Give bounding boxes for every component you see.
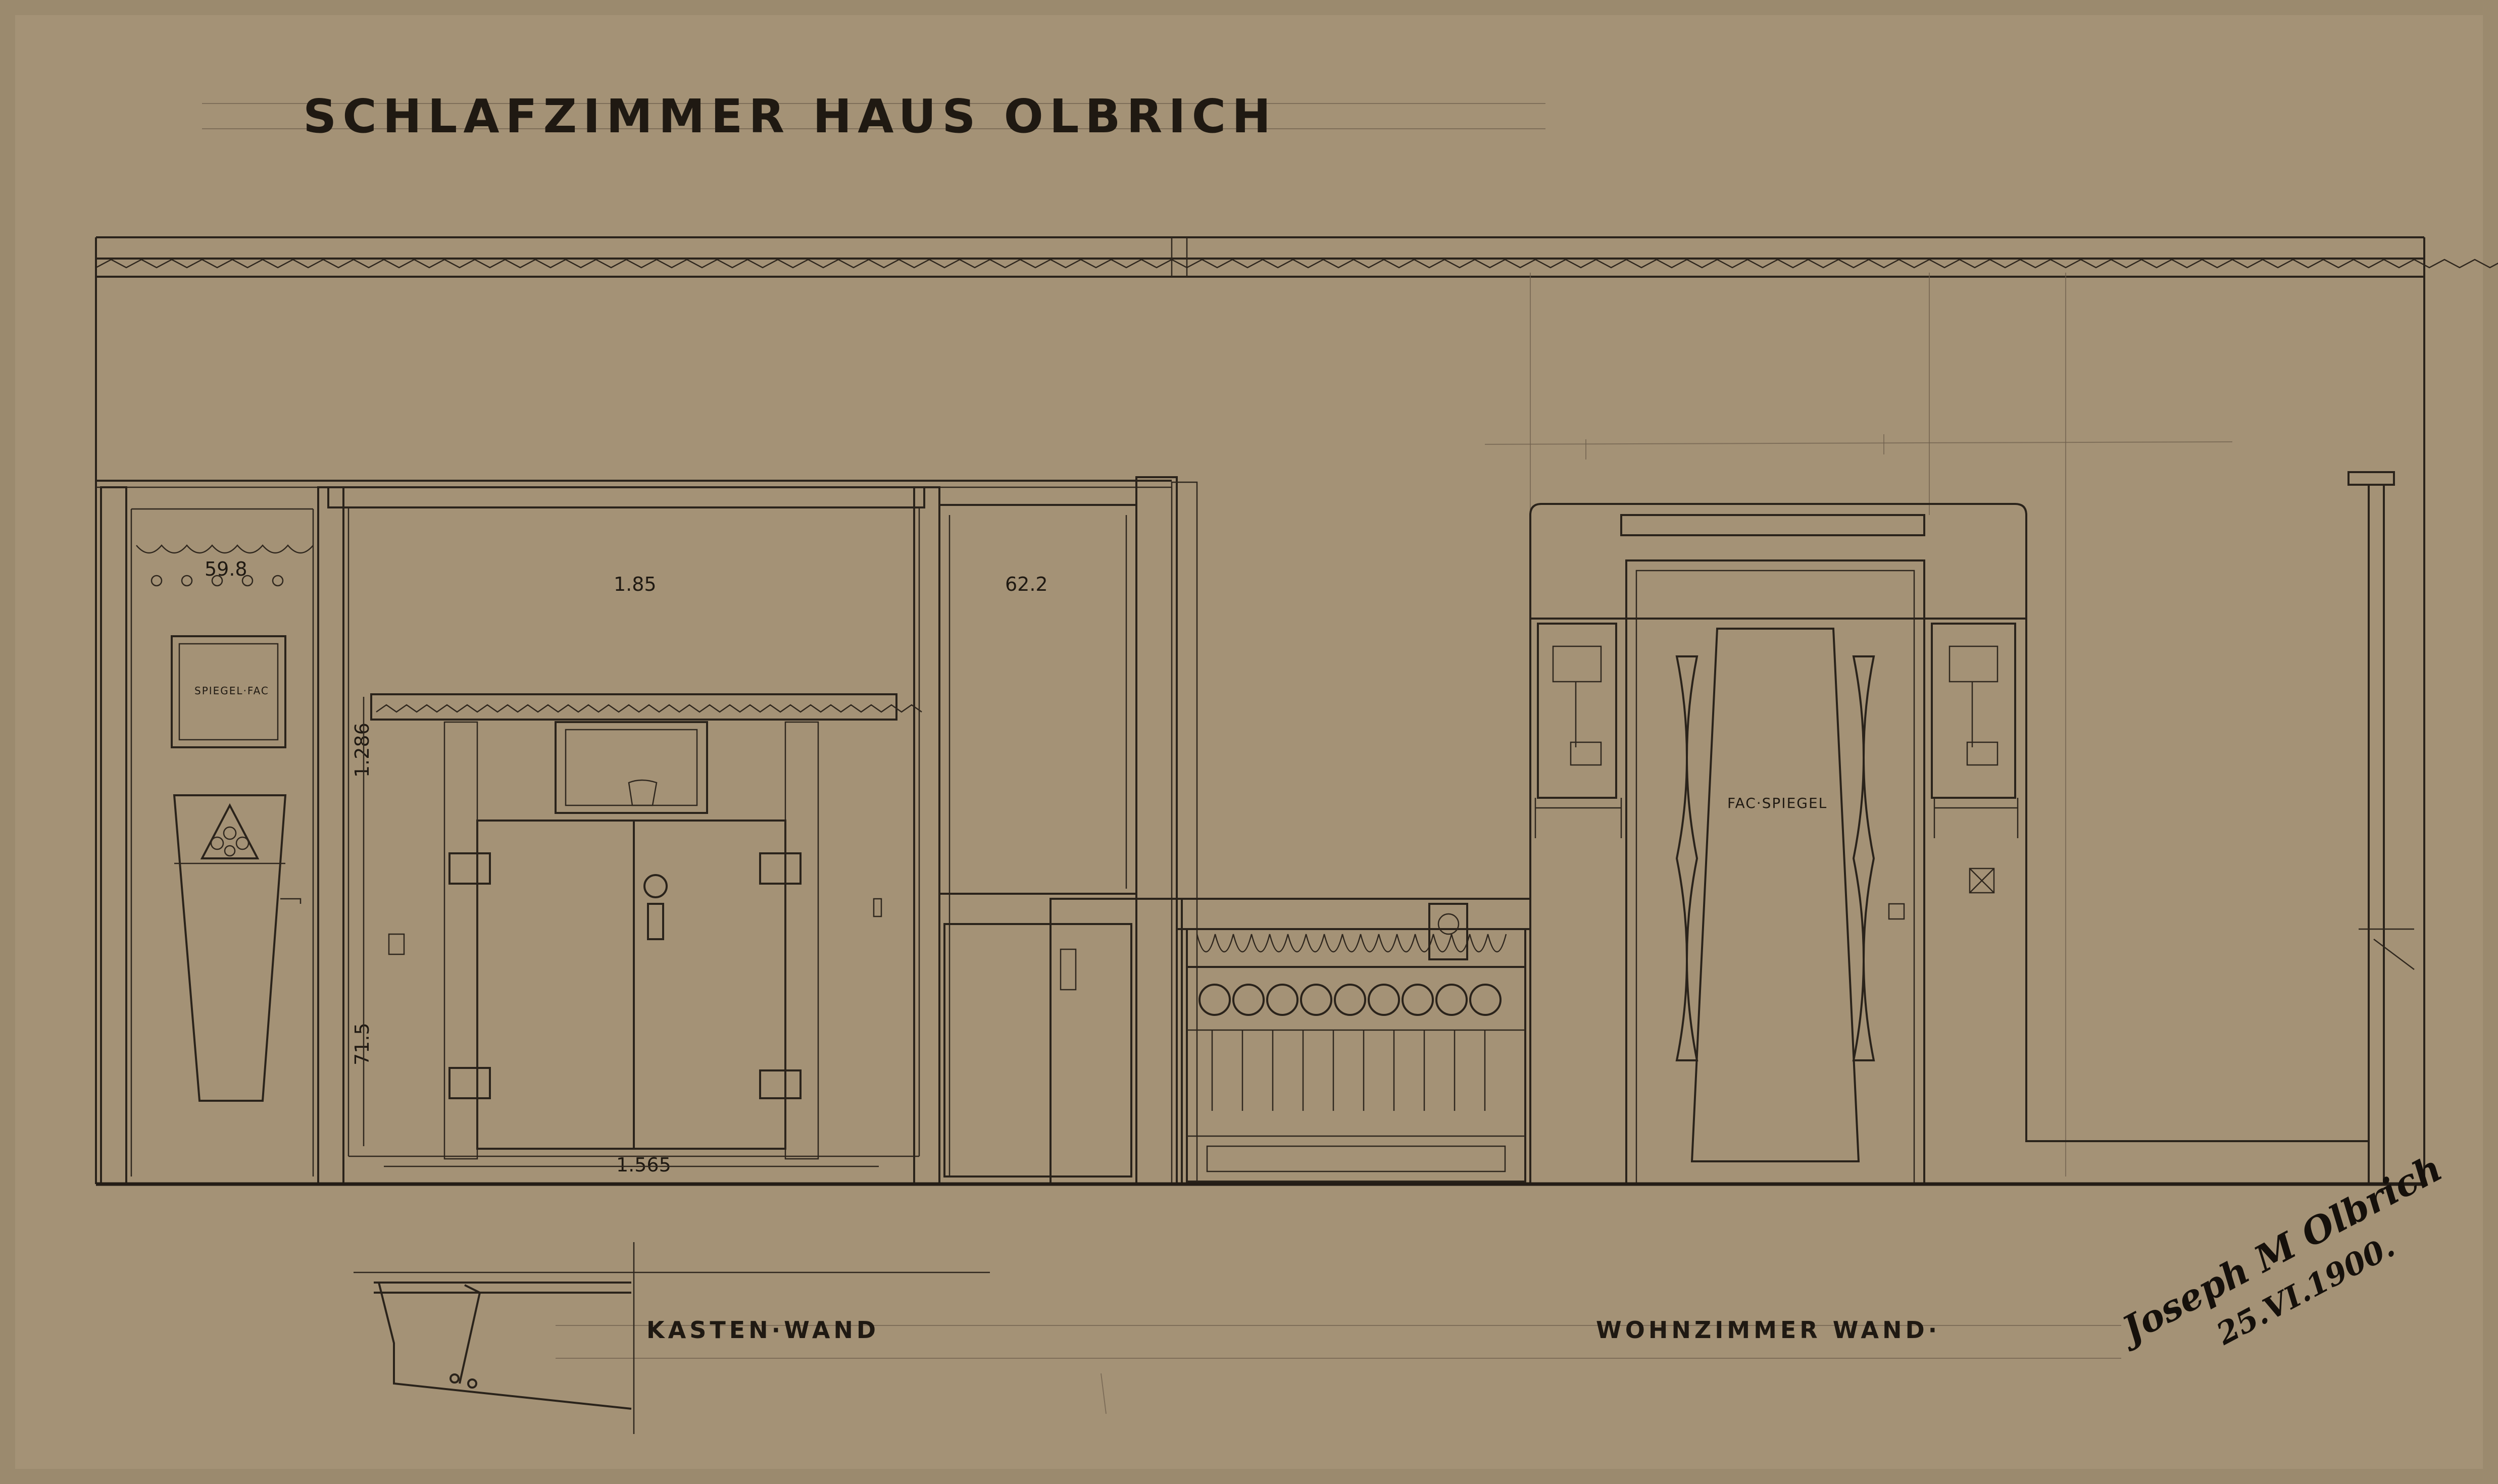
wohnzimmer-wand-label: WOHNZIMMER WAND· [1596, 1316, 1940, 1344]
cabinet-height-lower-dimension: 71.5 [351, 1022, 373, 1065]
tapered-door-mirror [1690, 628, 1860, 1162]
wardrobe-width-dimension: 1.85 [614, 573, 657, 595]
mirror-frame-left [171, 635, 286, 748]
mirror-door-label: FAC·SPIEGEL [1727, 795, 1827, 811]
drawing-title: SCHLAFZIMMER HAUS OLBRICH [303, 89, 1277, 143]
title-block: SCHLAFZIMMER HAUS OLBRICH [202, 89, 1545, 143]
mirror-left-label: SPIEGEL·FAC [194, 685, 269, 697]
right-column [2347, 471, 2415, 1184]
niche-width-dimension: 59.8 [205, 558, 247, 580]
cornice-frieze [95, 236, 2498, 1184]
kasten-wand-label: KASTEN·WAND [646, 1316, 879, 1344]
wardrobe: 1.85 1.286 71.5 1.565 [327, 486, 925, 1176]
cabinet-height-upper-dimension: 1.286 [351, 723, 373, 778]
tapered-panel-left [173, 794, 287, 1102]
plan-section [354, 1242, 990, 1434]
pencil-construction-lines [556, 273, 2233, 1414]
right-cabinet-width-dimension: 62.2 [1005, 573, 1048, 595]
cabinet-base-width-dimension: 1.565 [616, 1154, 671, 1176]
